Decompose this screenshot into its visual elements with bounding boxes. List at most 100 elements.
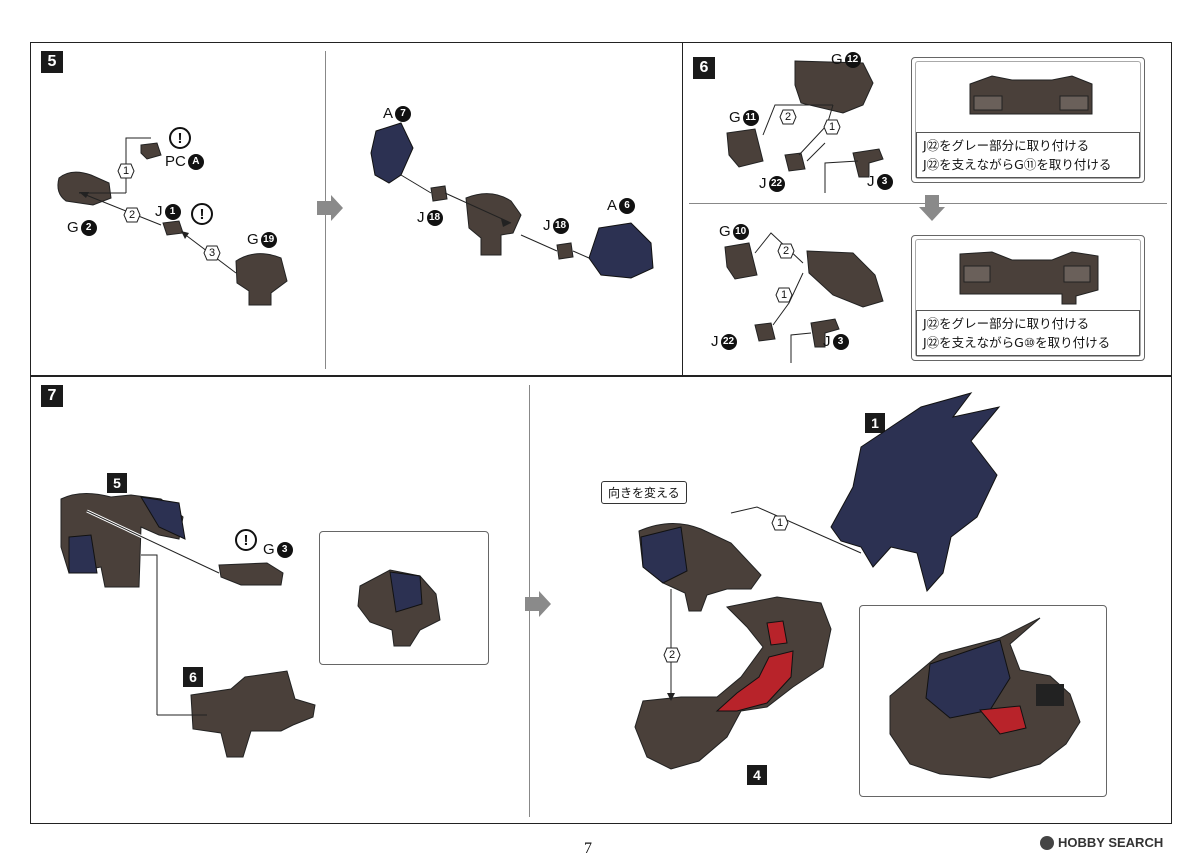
label-a6-text: A bbox=[607, 197, 618, 214]
part-g12 bbox=[794, 60, 874, 114]
id-j18-right: 18 bbox=[552, 217, 569, 234]
flow-arrow-icon-2 bbox=[525, 591, 551, 617]
note-line-2b: J㉒を支えながらG⑩を取り付ける bbox=[923, 335, 1111, 350]
label-j3b-text: J bbox=[823, 333, 831, 350]
flow-arrow-down-icon bbox=[919, 195, 945, 221]
order-7-1-text: 1 bbox=[776, 517, 784, 529]
order-3-text: 3 bbox=[208, 247, 216, 259]
id-j1: 1 bbox=[164, 203, 181, 220]
step-6-badge: 6 bbox=[693, 57, 715, 79]
part-j18-right bbox=[556, 242, 574, 260]
note-line-2: J㉒を支えながらG⑪を取り付ける bbox=[923, 157, 1112, 172]
order-6b-2: 2 bbox=[777, 243, 795, 259]
label-j18r-text: J bbox=[543, 217, 551, 234]
note-line-1: J㉒をグレー部分に取り付ける bbox=[923, 138, 1090, 153]
id-g10: 10 bbox=[732, 223, 749, 240]
sub-badge-6: 6 bbox=[183, 667, 203, 687]
detail-image-7a bbox=[357, 569, 441, 647]
note-box: J㉒をグレー部分に取り付ける J㉒を支えながらG⑪を取り付ける bbox=[916, 132, 1140, 178]
id-g11: 11 bbox=[742, 109, 759, 126]
id-j22-bottom: 22 bbox=[720, 333, 737, 350]
assembly-6 bbox=[190, 670, 316, 758]
part-j1 bbox=[162, 220, 184, 236]
detail-inner bbox=[915, 61, 1141, 179]
step-5-right-diagram bbox=[370, 122, 654, 279]
label-g12-text: G bbox=[831, 51, 843, 68]
step-5-left-diagram bbox=[57, 137, 288, 306]
order-1: 1 bbox=[117, 163, 135, 179]
label-g19-text: G bbox=[247, 231, 259, 248]
flow-arrow-icon bbox=[317, 195, 343, 221]
label-j22b-text: J bbox=[711, 333, 719, 350]
brand-logo: HOBBY SEARCH bbox=[1040, 835, 1163, 850]
part-j3 bbox=[852, 148, 884, 178]
sub-badge-1: 1 bbox=[865, 413, 885, 433]
brand-text: HOBBY SEARCH bbox=[1058, 835, 1164, 850]
id-j3-bottom: 3 bbox=[832, 333, 849, 350]
order-6t-1: 1 bbox=[823, 119, 841, 135]
order-6t-2-text: 2 bbox=[784, 111, 792, 123]
order-6t-2: 2 bbox=[779, 109, 797, 125]
note-box-2: J㉒をグレー部分に取り付ける J㉒を支えながらG⑩を取り付ける bbox=[916, 310, 1140, 356]
part-g2 bbox=[57, 171, 112, 206]
id-j3-top: 3 bbox=[876, 173, 893, 190]
rotate-tag: 向きを変える bbox=[601, 481, 687, 504]
part-body bbox=[465, 193, 522, 256]
part-g10-body bbox=[806, 250, 884, 308]
red-armor bbox=[715, 650, 794, 712]
detail-part-image bbox=[969, 75, 1093, 115]
part-g3 bbox=[218, 562, 284, 586]
step-6-top-diagram bbox=[726, 60, 884, 193]
id-g2: 2 bbox=[80, 219, 97, 236]
part-g11 bbox=[726, 128, 764, 168]
id-j22-top: 22 bbox=[768, 175, 785, 192]
order-6t-1-text: 1 bbox=[828, 121, 836, 133]
part-a6 bbox=[588, 222, 654, 279]
id-a7: 7 bbox=[395, 105, 412, 122]
step-7-right-diagram bbox=[634, 392, 1001, 770]
caution-icon-3: ! bbox=[235, 529, 257, 551]
label-pc-text: PC bbox=[165, 153, 186, 170]
order-2: 2 bbox=[123, 207, 141, 223]
id-g19: 19 bbox=[260, 231, 277, 248]
order-6b-1-text: 1 bbox=[780, 289, 788, 301]
step-6-top-detail: J㉒をグレー部分に取り付ける J㉒を支えながらG⑪を取り付ける bbox=[911, 57, 1145, 183]
id-g12: 12 bbox=[844, 51, 861, 68]
step-6-bottom-diagram bbox=[724, 232, 884, 363]
label-j22t-text: J bbox=[759, 175, 767, 192]
label-g3-text: G bbox=[263, 541, 275, 558]
order-6b-2-text: 2 bbox=[782, 245, 790, 257]
order-6b-1: 1 bbox=[775, 287, 793, 303]
label-g-text: G bbox=[67, 219, 79, 236]
part-j22b bbox=[754, 322, 776, 342]
part-g10 bbox=[724, 242, 758, 280]
label-j18l-text: J bbox=[417, 209, 425, 226]
assembly-4 bbox=[634, 596, 832, 770]
step-7-right-detail bbox=[859, 605, 1107, 797]
note-line-1b: J㉒をグレー部分に取り付ける bbox=[923, 316, 1090, 331]
step-7-badge: 7 bbox=[41, 385, 63, 407]
label-j-text: J bbox=[155, 203, 163, 220]
part-j18-left bbox=[430, 185, 448, 202]
id-pc-a: A bbox=[187, 153, 204, 170]
sub-badge-4: 4 bbox=[747, 765, 767, 785]
part-pc-a bbox=[140, 142, 162, 160]
order-7-1: 1 bbox=[771, 515, 789, 531]
assembly-1 bbox=[830, 392, 1001, 593]
part-g19 bbox=[235, 253, 288, 306]
step-5-badge: 5 bbox=[41, 51, 63, 73]
label-j3t-text: J bbox=[867, 173, 875, 190]
